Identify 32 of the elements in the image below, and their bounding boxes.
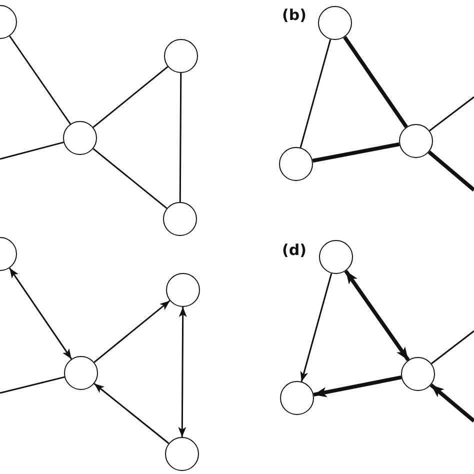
connector-line — [343, 36, 408, 128]
node-circle — [165, 437, 199, 471]
connector-line — [92, 66, 168, 128]
node-circle — [166, 273, 200, 307]
connector-line — [312, 142, 400, 163]
node-circle — [319, 240, 353, 274]
connector-line — [429, 96, 474, 132]
connector-line — [0, 376, 65, 394]
connector-line — [179, 73, 182, 202]
node-circle — [318, 6, 352, 40]
arrow — [430, 383, 474, 422]
node-circle — [279, 147, 313, 181]
connector-line — [92, 148, 168, 209]
node-circle — [401, 357, 435, 391]
connector-line — [300, 39, 332, 148]
connector-line — [428, 150, 474, 192]
connector-line — [431, 330, 474, 364]
arrow — [313, 375, 402, 398]
node-circle — [63, 121, 97, 155]
connector-line — [0, 142, 64, 160]
node-circle — [164, 39, 198, 73]
arrow — [178, 307, 187, 437]
node-circle — [64, 356, 98, 390]
arrow — [94, 383, 170, 444]
connector-line — [9, 36, 71, 124]
arrow — [300, 273, 332, 382]
node-circle — [280, 381, 314, 415]
arrow — [344, 270, 410, 362]
node-circle — [399, 124, 433, 158]
arrow — [94, 300, 170, 363]
node-circle — [163, 202, 197, 236]
arrow — [8, 268, 72, 360]
